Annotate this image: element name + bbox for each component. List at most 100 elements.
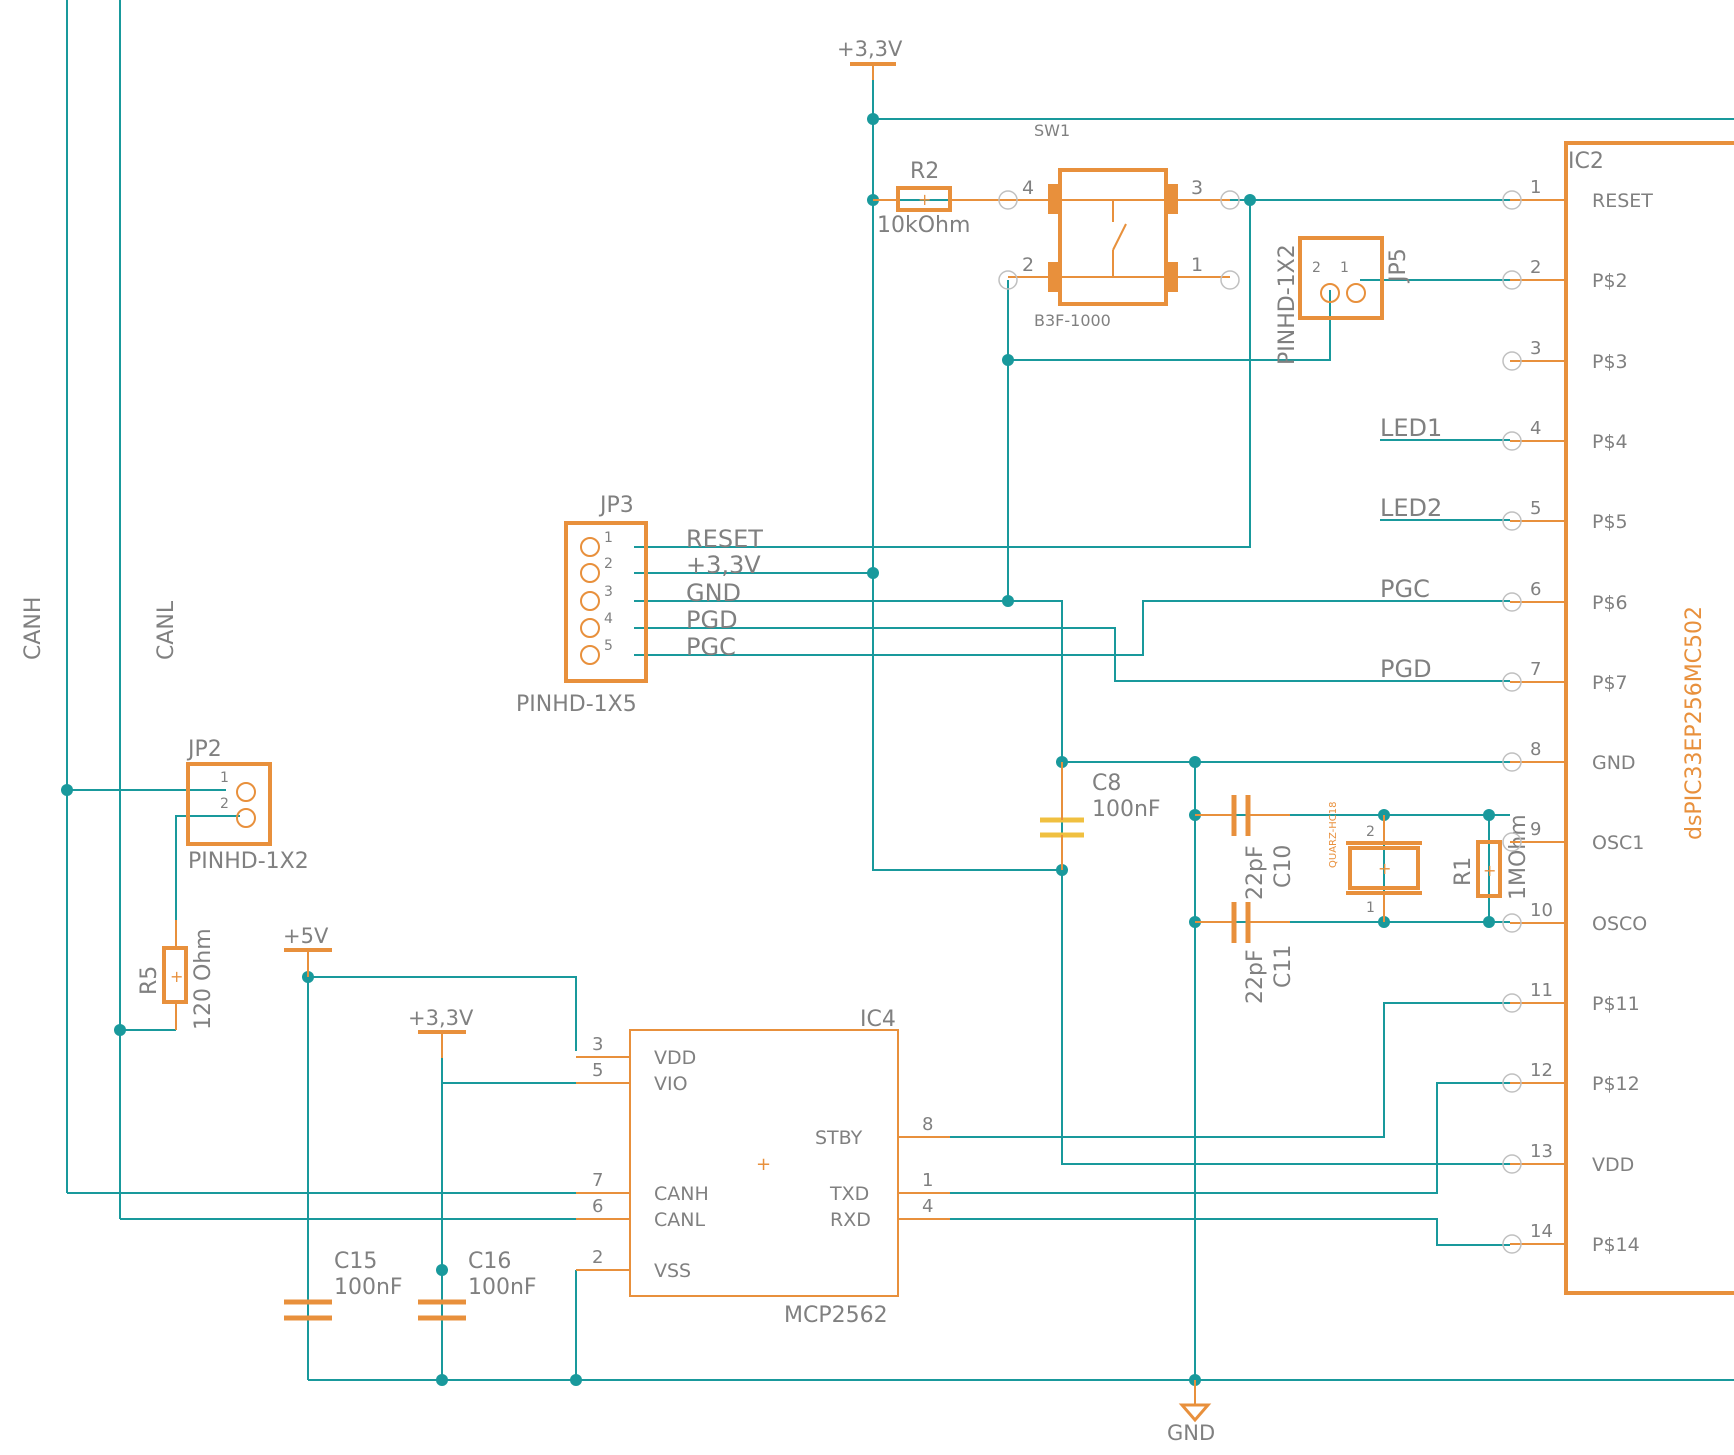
- ic2-pin-number: 4: [1530, 418, 1541, 439]
- r2-value: 10kOhm: [877, 213, 970, 238]
- ic4-name: IC4: [860, 1007, 896, 1032]
- supply-5v[interactable]: +5V: [283, 924, 332, 977]
- ic2-pin-number: 8: [1530, 739, 1541, 760]
- c11-value: 22pF: [1243, 949, 1268, 1004]
- wire-jp5-gnd[interactable]: [1008, 290, 1331, 361]
- ic2-pin-number: 1: [1530, 177, 1541, 198]
- ic2-pin-label: P$2: [1592, 270, 1628, 292]
- net-label-led1: LED1: [1380, 414, 1442, 442]
- resistor-r5[interactable]: + R5 120 Ohm: [137, 920, 216, 1030]
- ic2-pin-pad: [1502, 592, 1522, 612]
- ic2-pin-pad: [1502, 270, 1522, 290]
- sw1-value: B3F-1000: [1034, 311, 1111, 330]
- ic2-pin-number: 7: [1530, 659, 1541, 680]
- header-jp2[interactable]: 1 2 JP2 PINHD-1X2: [186, 737, 309, 874]
- ic2-pin-pad: [1502, 832, 1522, 852]
- svg-text:1: 1: [1366, 900, 1375, 916]
- capacitor-c15[interactable]: C15 100nF: [284, 1249, 403, 1321]
- ic2-pin-number: 6: [1530, 579, 1541, 600]
- ic2-value: dsPIC33EP256MC502: [1682, 606, 1707, 840]
- sw1-name: SW1: [1034, 121, 1070, 140]
- jp3-name: JP3: [598, 493, 634, 518]
- q1-name: QUARZ-HC18: [1328, 802, 1339, 869]
- wire-pgc[interactable]: [634, 600, 1510, 656]
- svg-text:STBY: STBY: [815, 1127, 863, 1149]
- jp3-value: PINHD-1X5: [516, 692, 637, 717]
- ic2-pin-label: P$6: [1592, 592, 1628, 614]
- ic2-pin-pad: [1502, 1073, 1522, 1093]
- supply-label: +3,3V: [408, 1006, 474, 1030]
- wire-gnd-vdd-ic2[interactable]: [634, 600, 1510, 1165]
- svg-text:4: 4: [1022, 177, 1034, 199]
- ic2-pin-pad: [1502, 1154, 1522, 1174]
- svg-text:3: 3: [604, 584, 613, 600]
- svg-text:+: +: [918, 190, 931, 209]
- ic-ic4[interactable]: 3 5 7 6 2 VDD VIO CANH CANL VSS 8 1 4 ST…: [576, 1007, 950, 1328]
- wire-reset-to-jp3[interactable]: [634, 200, 1251, 548]
- ic2-pin-number: 14: [1530, 1221, 1553, 1242]
- jp2-name: JP2: [186, 737, 222, 762]
- net-label-pgd: PGD: [1380, 655, 1432, 683]
- ic2-pin-pad: [1502, 190, 1522, 210]
- svg-text:2: 2: [1366, 824, 1375, 840]
- net-label-pgc: PGC: [1380, 575, 1430, 603]
- wire-3v3-vertical[interactable]: [872, 80, 1062, 871]
- ic2-pin-pad: [1502, 431, 1522, 451]
- ic2-pin-pad: [1502, 672, 1522, 692]
- ic2-pin-pad: [1502, 993, 1522, 1013]
- ic2-pin-label: P$14: [1592, 1234, 1640, 1256]
- r5-name: R5: [137, 966, 162, 995]
- capacitor-c8[interactable]: C8 100nF: [1040, 762, 1161, 870]
- net-label-canl: CANL: [154, 600, 179, 660]
- svg-text:TXD: TXD: [829, 1183, 869, 1205]
- net-label-led2: LED2: [1380, 494, 1442, 522]
- svg-text:3: 3: [592, 1034, 603, 1055]
- jp5-value: PINHD-1X2: [1275, 244, 1300, 365]
- capacitor-c16[interactable]: C16 100nF: [418, 1249, 537, 1321]
- supply-gnd[interactable]: GND: [1167, 1380, 1215, 1445]
- switch-sw1[interactable]: 4 2 3 1 SW1 B3F-1000: [974, 121, 1230, 330]
- ic2-pin-number: 13: [1530, 1141, 1553, 1162]
- supply-3v3-bottom[interactable]: +3,3V: [408, 1006, 474, 1058]
- ic2-pin-label: P$11: [1592, 993, 1640, 1015]
- svg-text:4: 4: [922, 1196, 933, 1217]
- supply-label: +5V: [283, 924, 329, 948]
- crystal-q1[interactable]: + 2 1 QUARZ-HC18: [1328, 802, 1422, 923]
- ic2-pin-pad: [1502, 511, 1522, 531]
- svg-text:5: 5: [604, 638, 613, 654]
- jp3-signal-pgc: PGC: [686, 633, 736, 661]
- wire-5v-vdd[interactable]: [308, 976, 577, 1051]
- svg-text:2: 2: [220, 796, 229, 812]
- svg-text:CANH: CANH: [654, 1183, 709, 1205]
- ic2-pin-label: P$12: [1592, 1073, 1640, 1095]
- jp3-signal-pgd: PGD: [686, 606, 738, 634]
- svg-text:+: +: [1378, 859, 1391, 878]
- svg-text:1: 1: [1191, 254, 1203, 276]
- header-jp3[interactable]: 1 2 3 4 5 RESET +3,3V GND PGD PGC JP3 PI…: [516, 493, 763, 717]
- svg-text:2: 2: [604, 556, 613, 572]
- header-jp5[interactable]: 2 1 PINHD-1X2 JP5: [1275, 236, 1411, 365]
- ic2-pin-label: OSCO: [1592, 913, 1647, 935]
- ic-ic2[interactable]: 1RESET2P$23P$34P$45P$56P$67P$78GND9OSC11…: [1502, 141, 1734, 1295]
- ic2-pin-label: P$7: [1592, 672, 1628, 694]
- resistor-r1[interactable]: + R1 1MOhm: [1451, 814, 1531, 900]
- resistor-r2[interactable]: + R2 10kOhm: [873, 159, 974, 238]
- svg-text:8: 8: [922, 1114, 933, 1135]
- wire-txd[interactable]: [900, 1082, 1510, 1194]
- ic2-pin-number: 12: [1530, 1060, 1553, 1081]
- svg-text:2: 2: [592, 1247, 603, 1268]
- ic2-pin-label: RESET: [1592, 190, 1653, 212]
- svg-text:4: 4: [604, 611, 613, 627]
- wire-jp2-pin2[interactable]: [175, 815, 240, 920]
- capacitor-c10[interactable]: 22pF C10: [1195, 795, 1296, 900]
- svg-text:5: 5: [592, 1060, 603, 1081]
- wire-stby[interactable]: [900, 1002, 1510, 1138]
- svg-text:1: 1: [604, 530, 613, 546]
- svg-text:VIO: VIO: [654, 1073, 688, 1095]
- ic2-pin-label: GND: [1592, 752, 1636, 774]
- supply-3v3-top[interactable]: +3,3V: [837, 37, 903, 80]
- supply-label: GND: [1167, 1421, 1215, 1445]
- wire-rxd[interactable]: [900, 1218, 1510, 1246]
- capacitor-c11[interactable]: 22pF C11: [1195, 902, 1296, 1004]
